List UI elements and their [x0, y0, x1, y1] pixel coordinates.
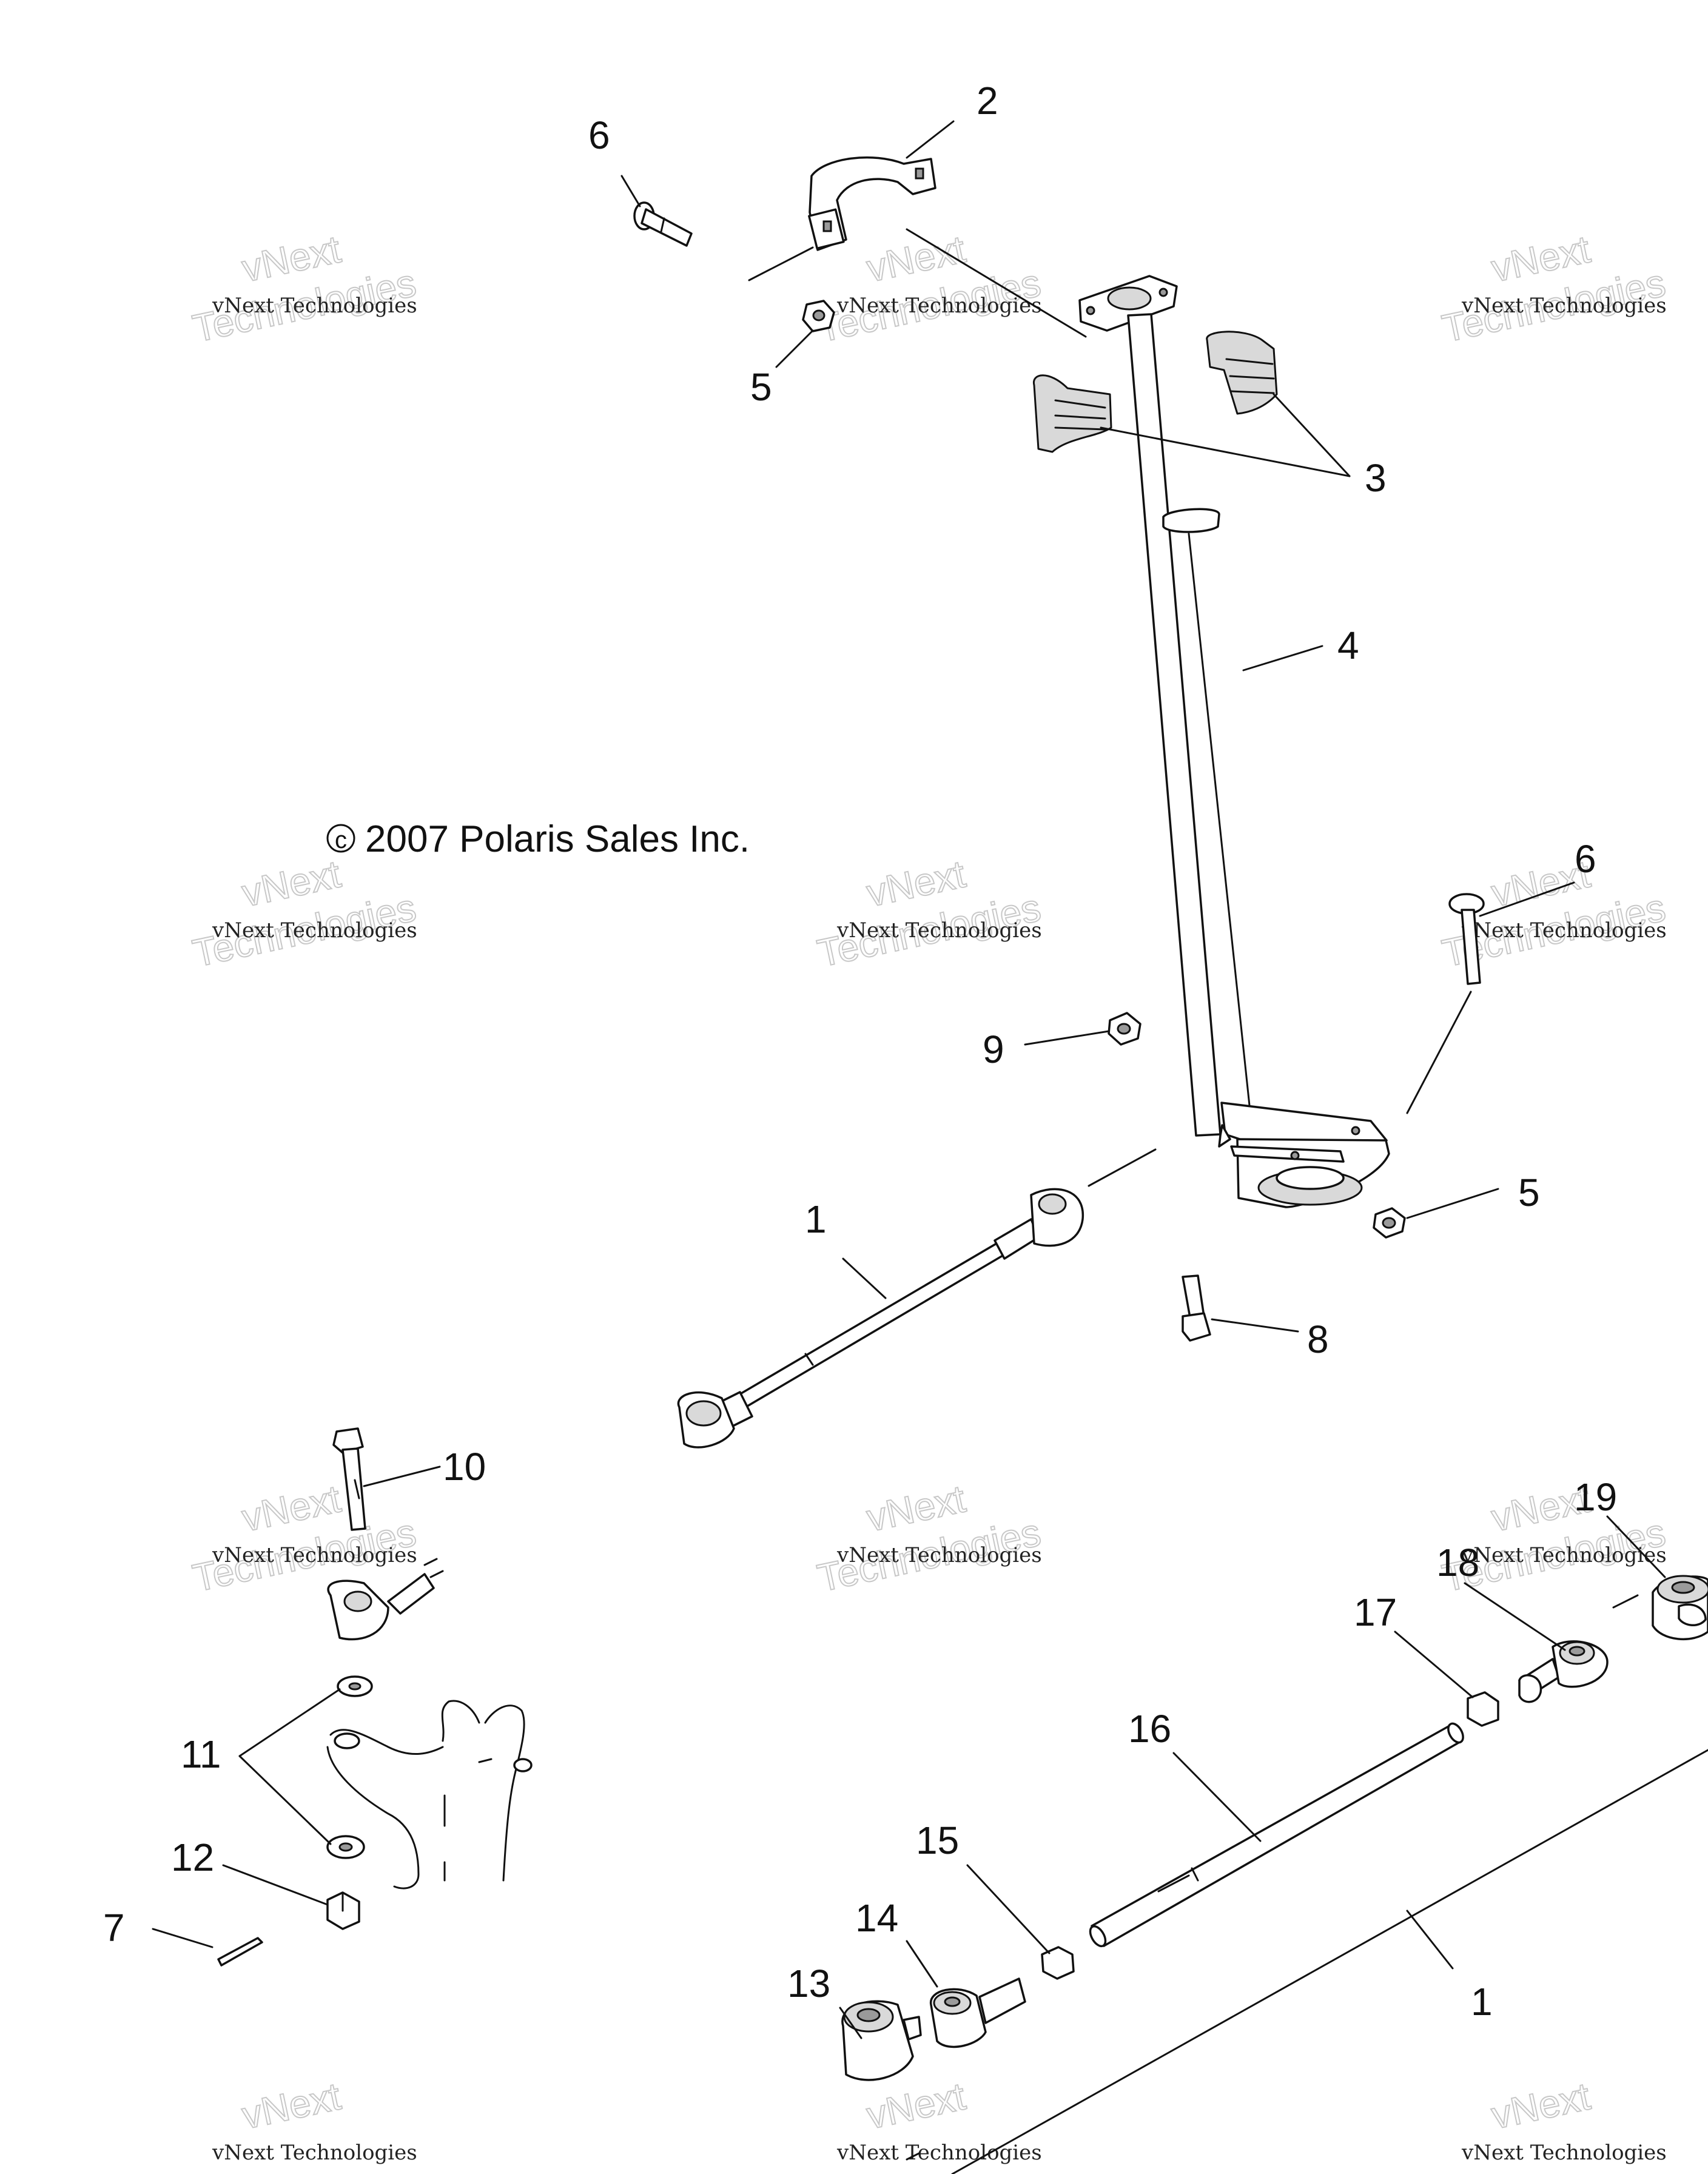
callout-1-lower: 1: [1471, 1980, 1493, 2024]
part-9-nut: [1108, 1012, 1141, 1046]
part-11-washers: [326, 1675, 373, 1859]
callout-6-top: 6: [588, 113, 610, 157]
part-8-bolt: [1182, 1274, 1211, 1342]
watermark-low-center: vNext Technologies vNext Technologies: [813, 1476, 1045, 1601]
watermark-mid-left: vNext Technologies vNext Technologies: [189, 851, 420, 976]
watermark-line: vNext Technologies: [836, 2141, 1042, 2165]
watermark-brand: vNext: [1488, 2074, 1594, 2137]
callout-19: 19: [1574, 1475, 1617, 1519]
part-7-cotter-pin: [217, 1937, 263, 1967]
watermark-low-left: vNext Technologies vNext Technologies: [189, 1476, 420, 1601]
callout-1-upper: 1: [805, 1197, 827, 1241]
watermark-bottom-right: vNext vNext Technologies: [1461, 2073, 1667, 2165]
callout-4: 4: [1337, 624, 1359, 667]
watermark-line: vNext Technologies: [836, 294, 1042, 318]
watermark-line: vNext Technologies: [212, 918, 417, 943]
copyright-notice: c 2007 Polaris Sales Inc.: [326, 818, 750, 860]
part-15-jam-nut: [1041, 1946, 1075, 1980]
watermark-line: vNext Technologies: [1461, 2141, 1667, 2165]
callout-18: 18: [1436, 1541, 1479, 1584]
spindle-context: [326, 1700, 533, 1890]
watermark-bottom-left: vNext vNext Technologies: [212, 2073, 417, 2165]
callout-7: 7: [103, 1906, 125, 1950]
watermark-top-left: vNext Technologies vNext Technologies: [189, 226, 420, 351]
watermark-top-right: vNext Technologies vNext Technologies: [1438, 226, 1670, 351]
watermark-line: vNext Technologies: [212, 294, 417, 318]
callout-labels: 2 6 5 3 4 6 9 5 1 8 10 11 12 7 13 14 15 …: [103, 79, 1617, 2024]
callout-16: 16: [1128, 1707, 1171, 1751]
part-12-nut: [326, 1891, 360, 1930]
watermark-line: vNext Technologies: [212, 1543, 417, 1567]
watermark-low-right: vNext Technologies vNext Technologies: [1438, 1476, 1670, 1601]
callout-8: 8: [1307, 1318, 1329, 1361]
watermark-mid-center: vNext Technologies vNext Technologies: [813, 851, 1045, 976]
watermark-line: vNext Technologies: [1461, 294, 1667, 318]
part-5-nut-top: [802, 300, 835, 332]
leader-lines: [152, 120, 1666, 2039]
callout-6-right: 6: [1575, 837, 1596, 881]
callout-11: 11: [181, 1732, 221, 1776]
callout-13: 13: [787, 1962, 830, 2005]
part-1-tie-rod-assembly-line: [906, 1594, 1708, 2174]
callout-17: 17: [1354, 1590, 1397, 1634]
part-2-clamp: [748, 156, 1087, 338]
part-6-bolt-top: [633, 201, 693, 247]
watermark-line: vNext Technologies: [1461, 918, 1667, 943]
watermark-line: vNext Technologies: [836, 918, 1042, 943]
watermark-line: vNext Technologies: [836, 1543, 1042, 1567]
callout-3: 3: [1365, 456, 1387, 500]
watermark-line: vNext Technologies: [1461, 1543, 1667, 1567]
callout-9: 9: [983, 1028, 1004, 1071]
watermark-brand: vNext: [238, 2074, 345, 2137]
part-18-rod-end: [1518, 1640, 1609, 1703]
copyright-text: 2007 Polaris Sales Inc.: [365, 818, 750, 860]
callout-5-right: 5: [1518, 1171, 1540, 1214]
left-rod-end-context: [327, 1558, 444, 1641]
copyright-circle: [326, 824, 355, 853]
callout-2: 2: [977, 79, 998, 123]
callout-12: 12: [171, 1836, 214, 1879]
watermark-brand: vNext: [863, 2074, 969, 2137]
part-16-tie-rod-shaft: [1089, 1722, 1464, 1948]
part-6-bolt-right: [1406, 893, 1485, 1114]
part-1-tie-rod-upper: [677, 1148, 1157, 1449]
callout-5-top: 5: [750, 365, 772, 409]
part-10-bolt: [332, 1427, 366, 1531]
copyright-symbol: c: [335, 827, 347, 853]
part-17-jam-nut: [1467, 1691, 1499, 1727]
part-14-rod-end: [930, 1977, 1026, 2048]
callout-10: 10: [443, 1445, 486, 1489]
part-3-bushings: [1033, 331, 1278, 453]
part-5-nut-right: [1373, 1207, 1406, 1239]
watermark-line: vNext Technologies: [212, 2141, 417, 2165]
part-19-ball-joint: [1652, 1575, 1708, 1640]
part-13-ball-joint: [841, 2000, 922, 2081]
callout-15: 15: [916, 1819, 959, 1862]
callout-14: 14: [855, 1896, 898, 1940]
part-4-steering-post: [1078, 275, 1390, 1208]
